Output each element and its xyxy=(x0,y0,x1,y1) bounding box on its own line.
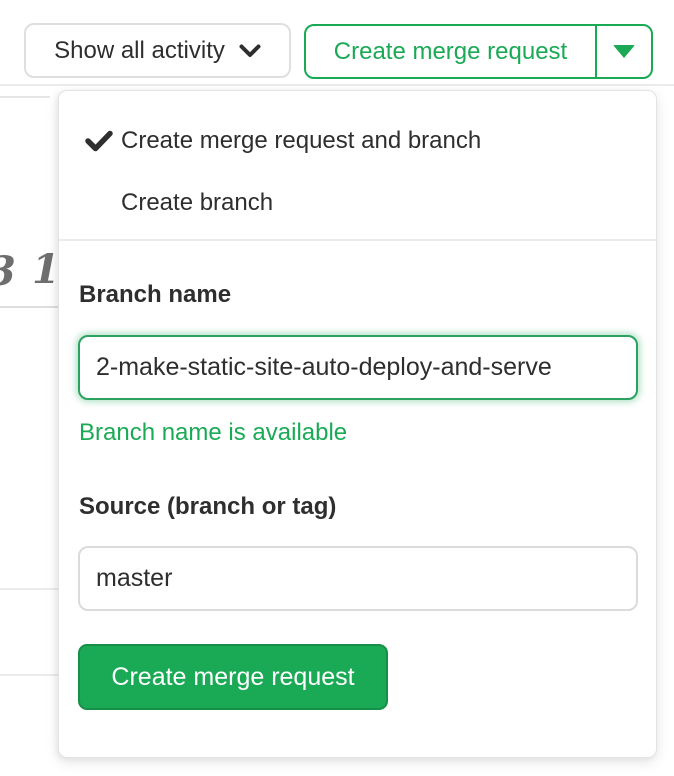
menu-item-create-branch[interactable]: Create branch xyxy=(59,181,656,225)
tab-underline xyxy=(0,96,50,98)
source-label: Source (branch or tag) xyxy=(79,493,337,520)
chevron-down-icon xyxy=(239,44,261,58)
branch-name-status: Branch name is available xyxy=(79,419,348,446)
menu-divider xyxy=(59,239,656,241)
create-merge-request-label: Create merge request xyxy=(333,37,568,65)
create-merge-request-split-button: Create merge request xyxy=(304,24,653,79)
show-all-activity-label: Show all activity xyxy=(54,36,225,64)
check-icon xyxy=(85,130,121,152)
toolbar-bottom-border xyxy=(0,84,674,86)
menu-item-label: Create merge request and branch xyxy=(121,127,482,154)
background-partial-digit: 3 xyxy=(0,252,16,292)
merge-request-options-toggle[interactable] xyxy=(597,26,651,77)
menu-item-create-merge-request-and-branch[interactable]: Create merge request and branch xyxy=(59,119,656,163)
submit-button-label: Create merge request xyxy=(111,662,355,691)
show-all-activity-button[interactable]: Show all activity xyxy=(24,23,291,78)
caret-down-icon xyxy=(613,45,635,58)
background-partial-digit: 1 xyxy=(32,246,60,293)
source-input[interactable] xyxy=(78,546,638,611)
menu-item-label: Create branch xyxy=(121,189,274,216)
split-button-divider xyxy=(595,26,597,77)
create-merge-request-dropdown: Create merge request and branch Create b… xyxy=(58,90,657,758)
background-divider xyxy=(0,674,58,676)
background-heading-rule xyxy=(0,306,58,308)
create-merge-request-submit-button[interactable]: Create merge request xyxy=(78,644,388,710)
branch-name-label: Branch name xyxy=(79,281,232,308)
branch-name-input[interactable] xyxy=(78,335,638,400)
background-divider xyxy=(0,588,58,590)
create-merge-request-button[interactable]: Create merge request xyxy=(306,26,595,77)
